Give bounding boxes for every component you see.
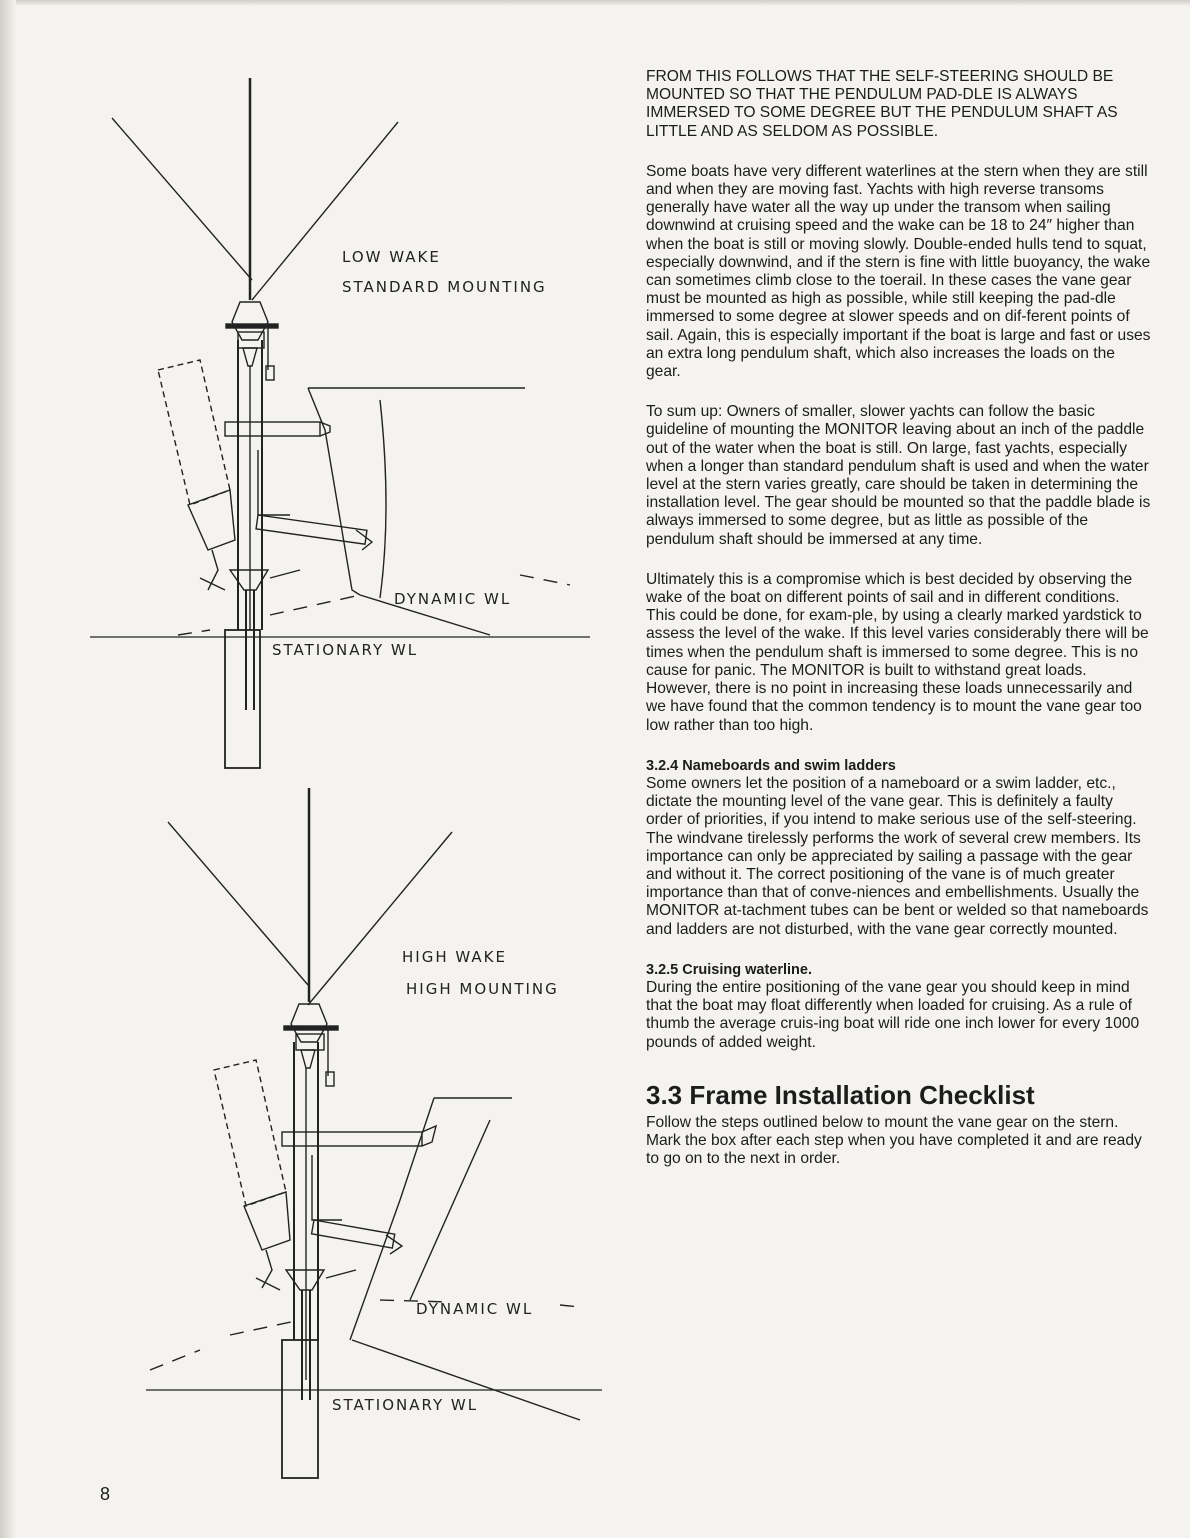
diagram-high-mounting: HIGH WAKE HIGH MOUNTING DYNAMIC WL STATI… [146, 788, 602, 1479]
diagram-standard-mounting: LOW WAKE STANDARD MOUNTING DYNAMIC WL ST… [90, 78, 590, 769]
label-dynamic-wl: DYNAMIC WL [416, 1300, 533, 1318]
label-dynamic-wl: DYNAMIC WL [394, 590, 511, 608]
subheading-nameboards: 3.2.4 Nameboards and swim ladders [646, 757, 896, 774]
transom [307, 387, 361, 596]
paragraph-checklist-intro: Follow the steps outlined below to mount… [646, 1113, 1142, 1168]
wind-line-left [111, 117, 253, 281]
label-high-wake: HIGH WAKE [402, 948, 507, 966]
intro-caps-paragraph: FROM THIS FOLLOWS THAT THE SELF-STEERING… [646, 68, 1118, 140]
label-standard-mounting: STANDARD MOUNTING [342, 278, 547, 296]
section-title-frame-installation: 3.3 Frame Installation Checklist [646, 1079, 1035, 1110]
hull-bottom [359, 594, 491, 636]
page-left-edge [0, 0, 16, 1538]
label-high-mounting: HIGH MOUNTING [406, 980, 559, 998]
paragraph-compromise: Ultimately this is a compromise which is… [646, 570, 1149, 734]
vane-head [231, 301, 269, 341]
figure-high-wake-high-mounting: HIGH WAKE HIGH MOUNTING DYNAMIC WL STATI… [80, 780, 620, 1500]
hull-bottom [351, 1339, 581, 1421]
paragraph-waterlines: Some boats have very different waterline… [646, 162, 1151, 381]
page-top-edge [0, 0, 1190, 6]
paddle [224, 629, 261, 769]
pendulum-pivot [228, 569, 270, 591]
label-stationary-wl: STATIONARY WL [272, 641, 418, 659]
paragraph-cruising-waterline: During the entire positioning of the van… [646, 978, 1140, 1051]
wind-line-left [167, 821, 309, 986]
label-low-wake: LOW WAKE [342, 248, 441, 266]
page-number: 8 [100, 1484, 111, 1504]
transom [349, 1097, 435, 1341]
figure-low-wake-standard-mounting: LOW WAKE STANDARD MOUNTING DYNAMIC WL ST… [80, 70, 620, 780]
paragraph-sum-up: To sum up: Owners of smaller, slower yac… [646, 403, 1151, 548]
label-stationary-wl: STATIONARY WL [332, 1396, 478, 1414]
paragraph-nameboards: Some owners let the position of a namebo… [646, 774, 1149, 938]
pendulum-pivot [284, 1269, 326, 1291]
text-column: FROM THIS FOLLOWS THAT THE SELF-STEERING… [646, 68, 1151, 1191]
subheading-cruising-waterline: 3.2.5 Cruising waterline. [646, 961, 812, 978]
paddle [281, 1339, 319, 1479]
wind-line-right [307, 831, 453, 1006]
wind-line-right [251, 121, 399, 301]
